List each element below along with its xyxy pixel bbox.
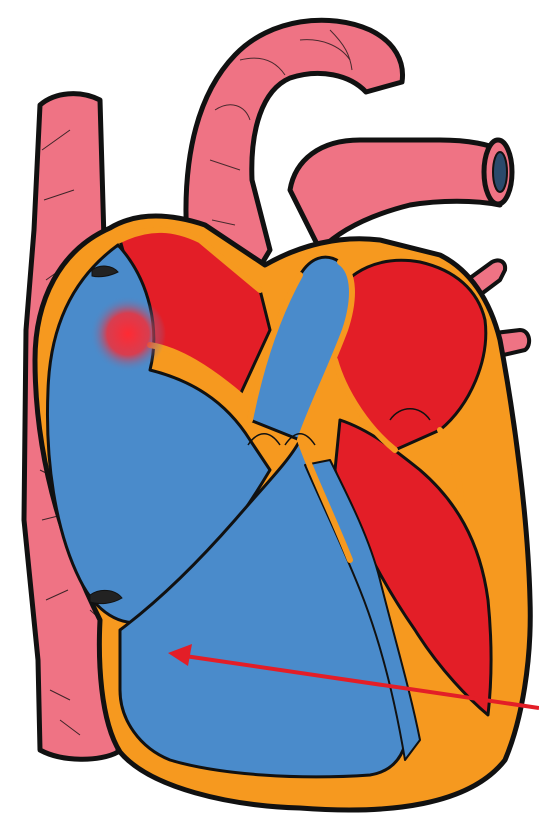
pulmonary-artery	[290, 140, 500, 250]
pulmonary-artery-lumen	[493, 152, 507, 192]
sa-node-glow	[90, 296, 166, 372]
